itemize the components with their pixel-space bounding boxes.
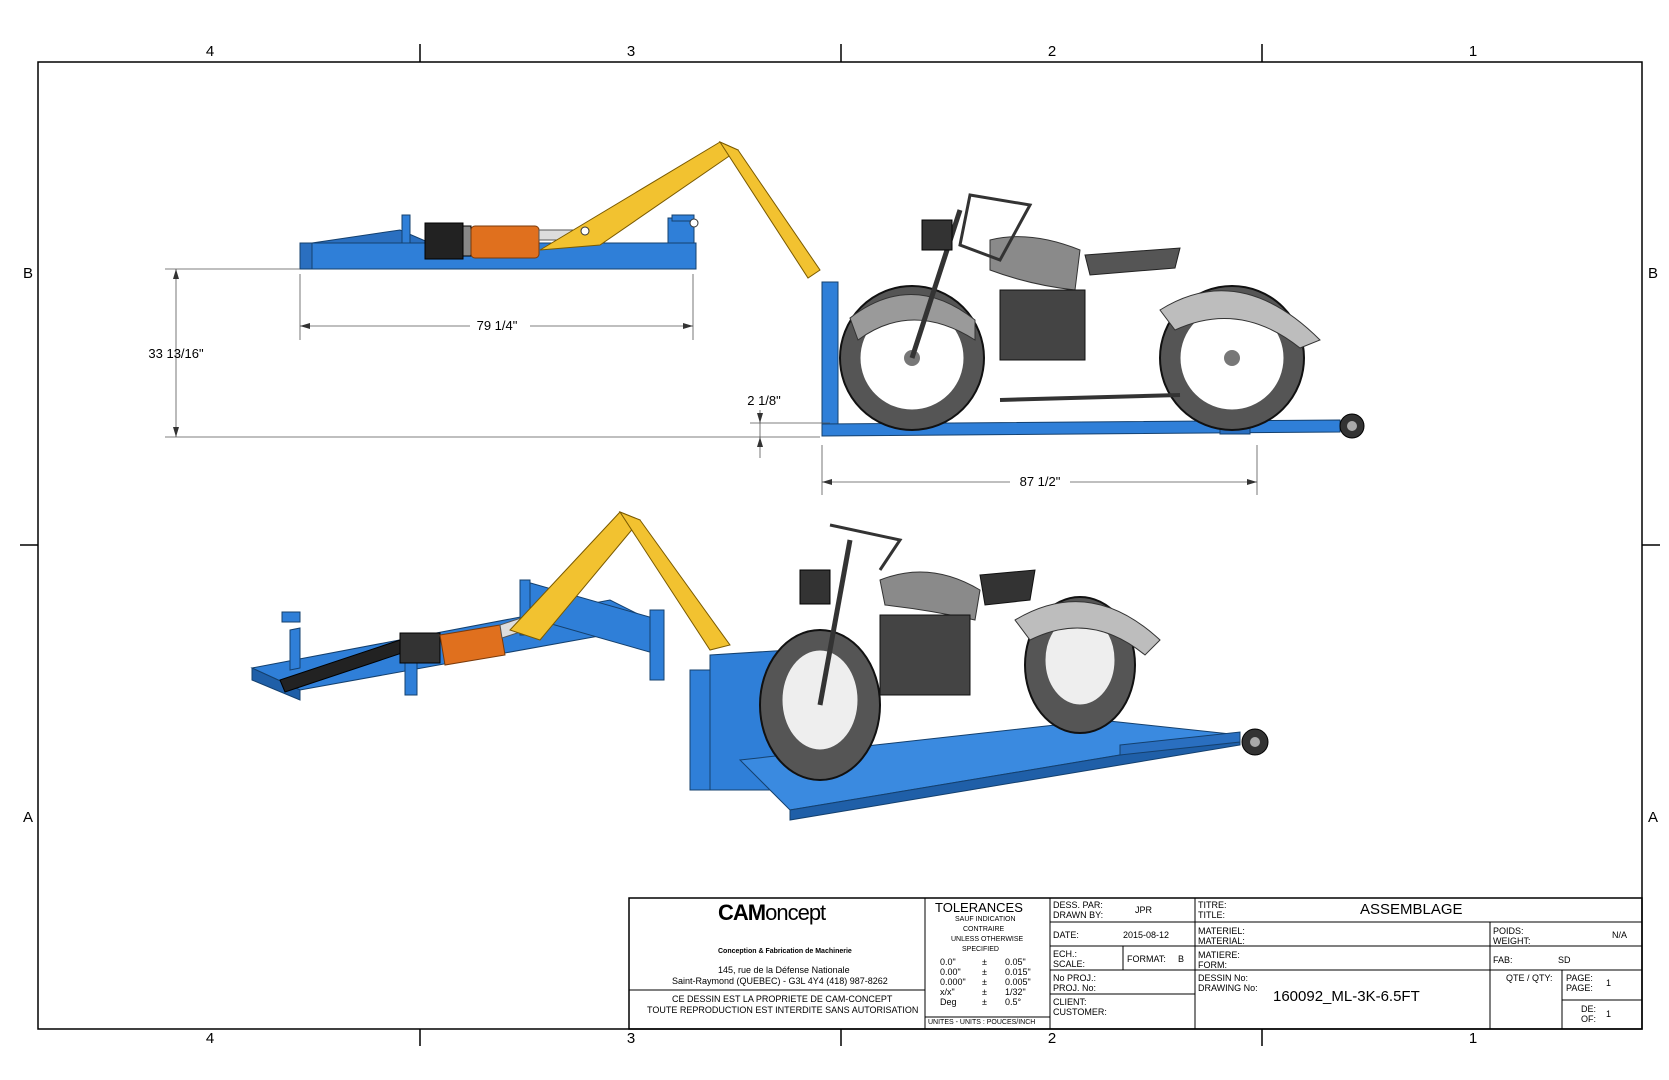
iso-yellow-arm [509,510,731,651]
form-label-en: FORM: [1198,960,1227,970]
of-value: 1 [1606,1009,1612,1019]
page-label: PAGE: [1566,973,1593,983]
tol-row-5-a: Deg [940,997,957,1007]
zone-col-1-top: 1 [1469,43,1477,60]
zone-col-3-bottom: 3 [627,1030,635,1047]
drawn-by-label: DESS. PAR: [1053,900,1103,910]
client-label: CLIENT: [1053,997,1087,1007]
ownership-notice-2: TOUTE REPRODUCTION EST INTERDITE SANS AU… [647,1005,919,1015]
page-value: 1 [1606,978,1612,988]
weight-label-en: WEIGHT: [1493,936,1531,946]
proj-label: No PROJ.: [1053,973,1097,983]
zone-row-b-left: B [23,265,33,282]
of-label: DE: [1581,1004,1597,1014]
side-loader-frame [299,214,697,270]
tolerances-note-1: SAUF INDICATION [955,916,1016,923]
zone-col-4-bottom: 4 [206,1030,214,1047]
dim-length-bottom: 87 1/2" [1020,474,1061,489]
title-label: TITRE: [1198,900,1227,910]
title-label-en: TITLE: [1198,910,1226,920]
company-tagline: Conception & Fabrication de Machinerie [718,948,852,955]
fab-value: SD [1558,955,1571,965]
zone-row-a-right: A [1648,809,1658,826]
tol-row-5-c: 0.5° [1005,997,1022,1007]
dimension-arrows [173,269,1257,485]
iso-ramp [689,649,1269,821]
side-view: 79 1/4" 33 13/16" 2 1/8" 87 1/2" [148,140,1365,495]
scale-label: ECH.: [1053,949,1078,959]
logo-cam: CAM [718,900,766,925]
side-hydraulic-cylinder [424,222,580,260]
form-label: MATIERE: [1198,950,1240,960]
proj-label-en: PROJ. No: [1053,983,1097,993]
side-motorcycle [839,193,1321,431]
zone-row-a-left: A [23,809,33,826]
tol-row-3-a: 0.000" [940,977,966,987]
date-value: 2015-08-12 [1123,930,1170,940]
zone-row-b-right: B [1648,265,1658,282]
date-label: DATE: [1053,930,1079,940]
format-label: FORMAT: [1127,954,1166,964]
tol-row-1-c: 0.05" [1005,957,1026,967]
tolerances-note-4: SPECIFIED [962,946,999,953]
dimension-lines [165,268,1258,495]
tolerances-note-2: CONTRAIRE [963,926,1005,933]
ownership-notice-1: CE DESSIN EST LA PROPRIETE DE CAM-CONCEP… [672,994,893,1004]
tol-row-5-b: ± [982,997,987,1007]
tolerances-note-3: UNLESS OTHERWISE [951,936,1024,943]
tol-row-1-b: ± [982,957,987,967]
iso-view [250,510,1269,821]
dim-height: 33 13/16" [148,346,204,361]
tol-row-2-c: 0.015" [1005,967,1031,977]
zone-ticks [20,44,1660,1046]
company-address-1: 145, rue de la Défense Nationale [718,965,850,975]
tol-row-3-c: 0.005" [1005,977,1031,987]
tolerances-units: UNITES - UNITS : POUCES/INCH [928,1019,1036,1026]
side-yellow-arm [539,140,821,279]
drawing-no-label: DESSIN No: [1198,973,1249,983]
qty-label: QTE / QTY: [1506,973,1553,983]
zone-col-3-top: 3 [627,43,635,60]
tol-row-4-a: x/x" [940,987,955,997]
tol-row-4-c: 1/32" [1005,987,1026,997]
material-label: MATERIEL: [1198,926,1245,936]
tol-row-3-b: ± [982,977,987,987]
company-address-2: Saint-Raymond (QUEBEC) - G3L 4Y4 (418) 9… [672,976,888,986]
tol-row-2-a: 0.00" [940,967,961,977]
drawing-no-label-en: DRAWING No: [1198,983,1258,993]
tol-row-4-b: ± [982,987,987,997]
format-value: B [1178,954,1185,964]
tolerances-title: TOLERANCES [935,900,1023,915]
zone-col-1-bottom: 1 [1469,1030,1477,1047]
page-label-en: PAGE: [1566,983,1593,993]
dim-clearance: 2 1/8" [747,393,781,408]
weight-value: N/A [1612,930,1628,940]
material-label-en: MATERIAL: [1198,936,1245,946]
drawing-title: ASSEMBLAGE [1360,901,1463,918]
fab-label: FAB: [1493,955,1513,965]
iso-motorcycle [759,523,1161,781]
tol-row-2-b: ± [982,967,987,977]
zone-col-2-bottom: 2 [1048,1030,1056,1047]
client-label-en: CUSTOMER: [1053,1007,1107,1017]
drawing-number: 160092_ML-3K-6.5FT [1273,988,1420,1005]
of-label-en: OF: [1581,1014,1596,1024]
title-block-lines [628,897,1643,1030]
drawn-by-value: JPR [1135,905,1153,915]
weight-label: POIDS: [1493,926,1524,936]
zone-col-2-top: 2 [1048,43,1056,60]
dim-length-top: 79 1/4" [477,318,518,333]
zone-col-4-top: 4 [206,43,214,60]
tol-row-1-a: 0.0" [940,957,956,967]
iso-hydraulic-cylinder [279,614,533,693]
drawn-by-label-en: DRAWN BY: [1053,910,1104,920]
logo: CAMoncept [718,902,826,924]
drawing-border [37,61,1643,1030]
logo-oncept: oncept [765,900,826,925]
scale-label-en: SCALE: [1053,959,1086,969]
